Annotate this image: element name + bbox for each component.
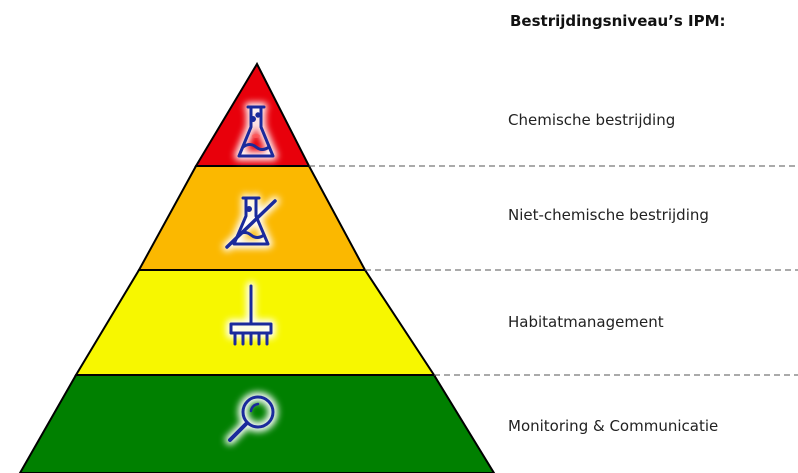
magnifier-icon <box>225 392 278 445</box>
rake-icon <box>226 281 276 346</box>
crossed-flask-icon <box>222 193 280 252</box>
level-label-habitat: Habitatmanagement <box>508 313 664 331</box>
level-label-monitoring: Monitoring & Communicatie <box>508 417 719 435</box>
level-label-chemical: Chemische bestrijding <box>508 111 676 129</box>
pyramid-heading: Bestrijdingsniveau’s IPM: <box>510 12 726 30</box>
flask-icon <box>234 102 278 161</box>
level-label-non-chemical: Niet-chemische bestrijding <box>508 206 709 224</box>
